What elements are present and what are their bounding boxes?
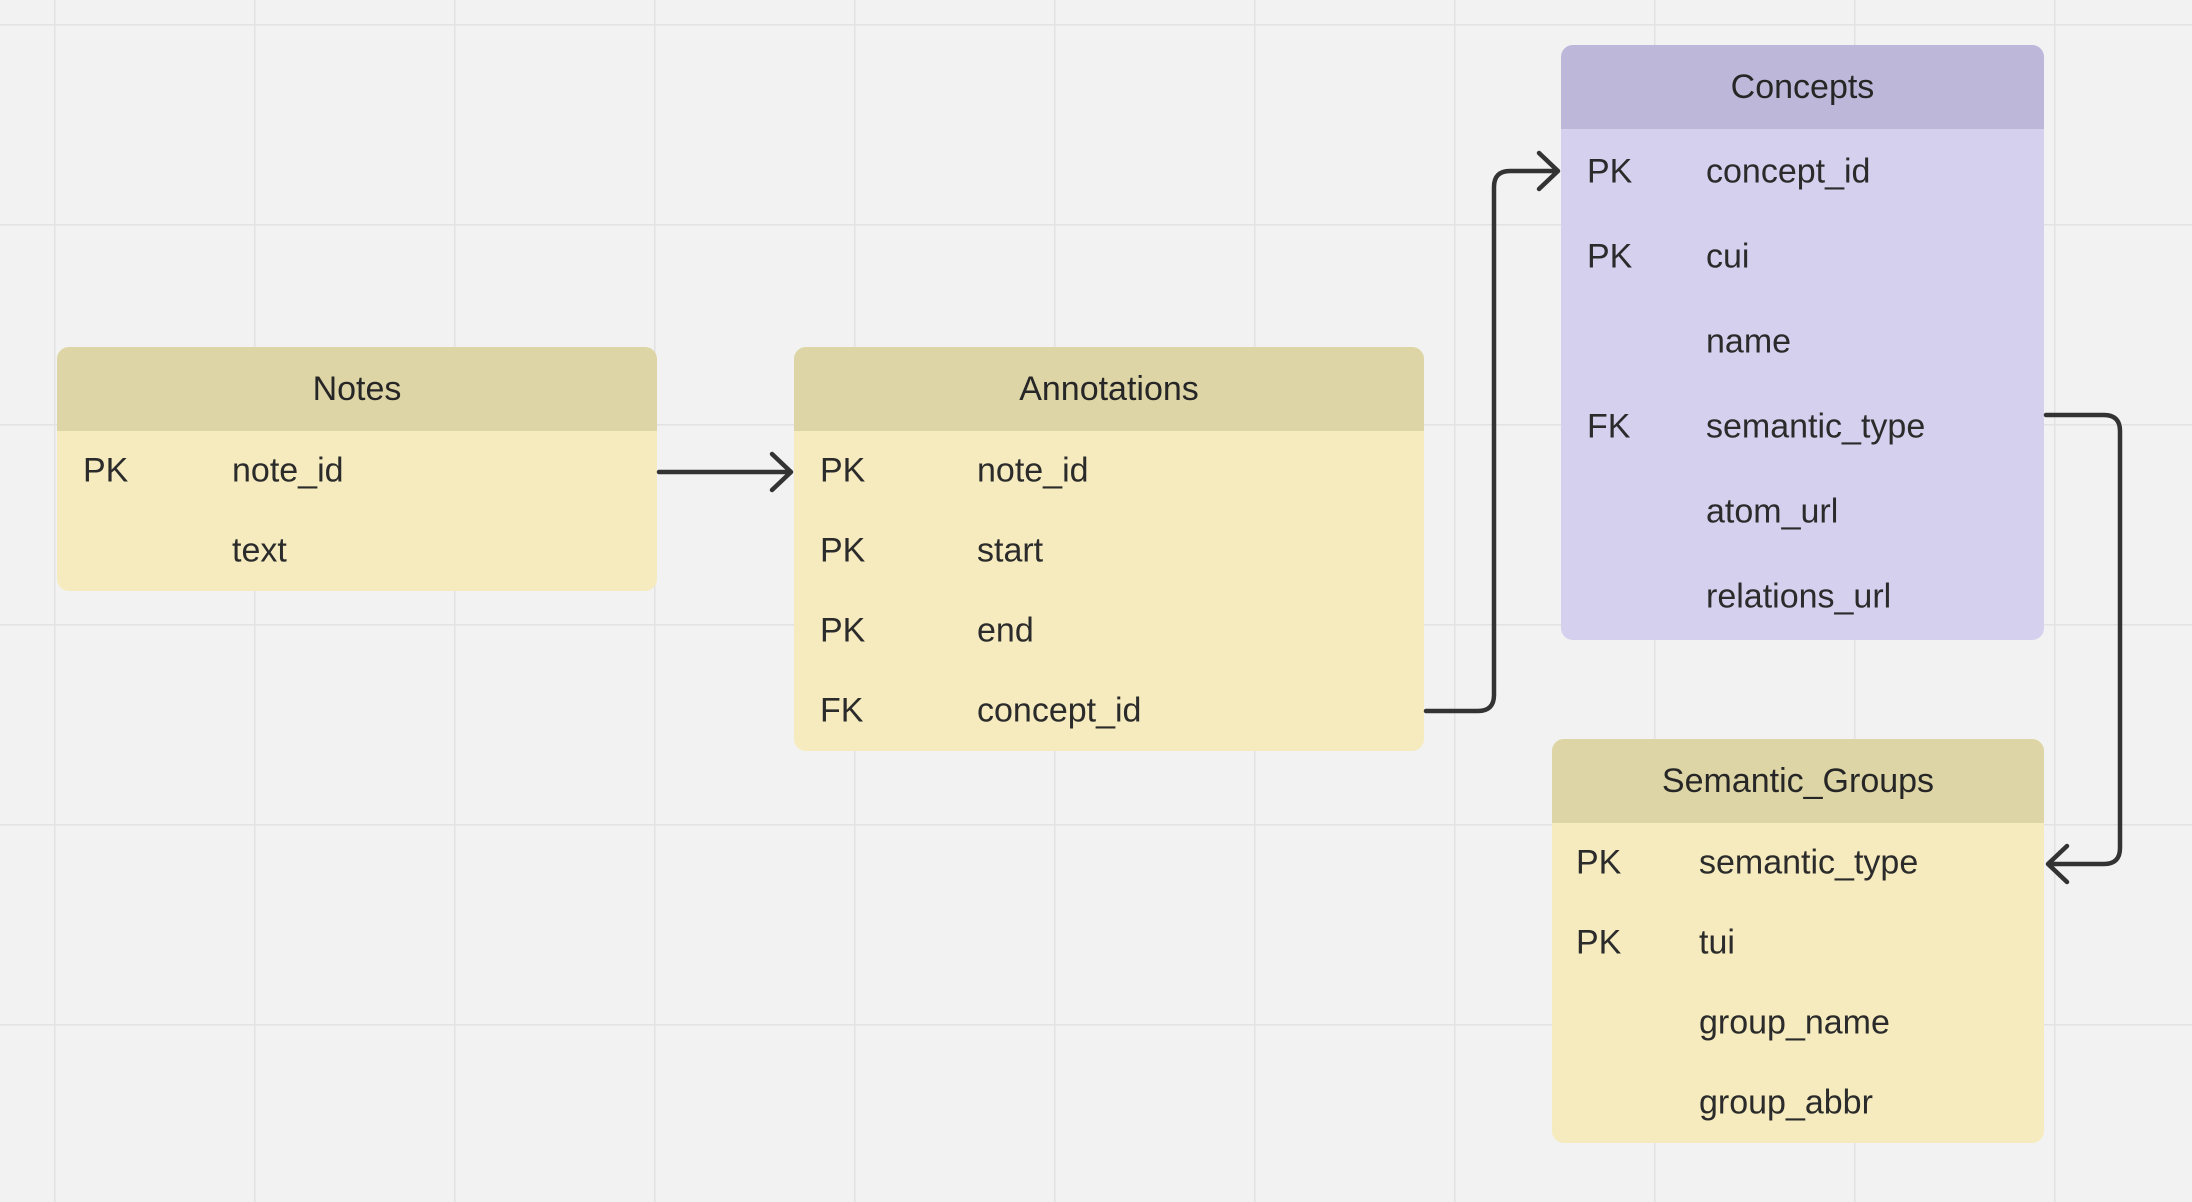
table-row: relations_url: [1561, 554, 2044, 639]
field-name: cui: [1706, 237, 1750, 275]
key-label: PK: [820, 531, 866, 570]
table-concepts[interactable]: Concepts PK concept_id PK cui name FK se…: [1561, 45, 2044, 640]
connector-notes-annotations[interactable]: [656, 451, 794, 493]
key-label: FK: [820, 691, 864, 730]
table-row: text: [57, 511, 657, 591]
table-row: PK note_id: [57, 431, 657, 511]
connector-concepts-semantic-groups[interactable]: [2043, 412, 2123, 885]
field-name: tui: [1699, 923, 1735, 962]
key-label: PK: [1576, 923, 1622, 962]
table-row: PK end: [794, 591, 1424, 671]
field-name: text: [232, 531, 287, 570]
field-name: concept_id: [977, 691, 1142, 730]
table-row: FK semantic_type: [1561, 384, 2044, 469]
table-row: group_abbr: [1552, 1063, 2044, 1143]
table-annotations[interactable]: Annotations PK note_id PK start PK end F…: [794, 347, 1424, 751]
key-label: PK: [83, 451, 129, 490]
table-row: atom_url: [1561, 469, 2044, 554]
table-semantic-groups[interactable]: Semantic_Groups PK semantic_type PK tui …: [1552, 739, 2044, 1143]
field-name: group_name: [1699, 1003, 1890, 1042]
field-name: semantic_type: [1699, 843, 1919, 882]
field-name: relations_url: [1706, 577, 1892, 615]
key-label: PK: [1576, 843, 1622, 882]
key-label: PK: [820, 611, 866, 650]
key-label: PK: [1587, 152, 1633, 190]
table-row: PK start: [794, 511, 1424, 591]
table-row: PK note_id: [794, 431, 1424, 511]
table-row: name: [1561, 299, 2044, 384]
table-row: FK concept_id: [794, 671, 1424, 751]
table-notes[interactable]: Notes PK note_id text: [57, 347, 657, 591]
field-name: group_abbr: [1699, 1083, 1873, 1122]
table-title: Concepts: [1561, 45, 2044, 129]
table-title: Annotations: [794, 347, 1424, 431]
key-label: PK: [820, 451, 866, 490]
key-label: PK: [1587, 237, 1633, 275]
table-row: PK tui: [1552, 903, 2044, 983]
field-name: end: [977, 611, 1034, 650]
field-name: note_id: [977, 451, 1089, 490]
key-label: FK: [1587, 407, 1631, 445]
connector-annotations-concepts[interactable]: [1423, 150, 1561, 714]
field-name: concept_id: [1706, 152, 1871, 190]
table-title: Semantic_Groups: [1552, 739, 2044, 823]
field-name: note_id: [232, 451, 344, 490]
field-name: atom_url: [1706, 492, 1839, 530]
field-name: start: [977, 531, 1044, 570]
table-row: PK concept_id: [1561, 129, 2044, 214]
field-name: semantic_type: [1706, 407, 1926, 445]
table-row: group_name: [1552, 983, 2044, 1063]
table-title: Notes: [57, 347, 657, 431]
table-row: PK cui: [1561, 214, 2044, 299]
field-name: name: [1706, 322, 1792, 360]
table-row: PK semantic_type: [1552, 823, 2044, 903]
